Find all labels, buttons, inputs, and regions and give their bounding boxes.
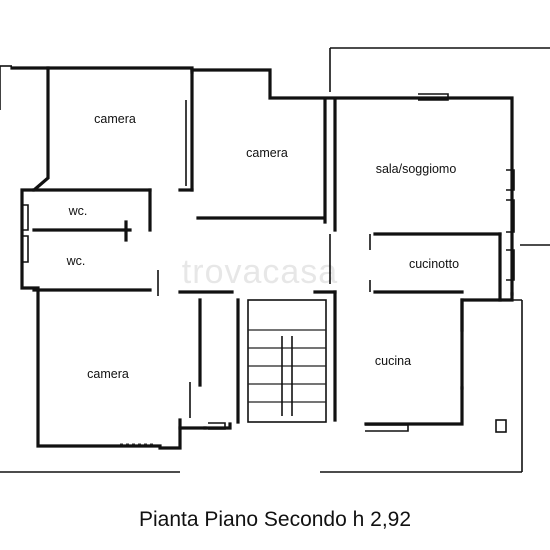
room-label-wc-top: wc.	[68, 204, 88, 218]
room-label-sala: sala/soggiomo	[376, 162, 457, 176]
room-label-cucina: cucina	[375, 354, 411, 368]
room-label-camera-bottom-left: camera	[87, 367, 129, 381]
interior-walls	[32, 68, 502, 430]
room-label-cucinotto: cucinotto	[409, 257, 459, 271]
watermark-text: trovacasa	[182, 253, 338, 291]
windows	[22, 93, 515, 445]
room-label-camera-top-center: camera	[246, 146, 288, 160]
door-marks	[157, 100, 371, 418]
context-lines	[0, 47, 550, 473]
plan-caption: Pianta Piano Secondo h 2,92	[138, 508, 412, 531]
room-label-wc-bottom: wc.	[66, 254, 86, 268]
room-label-camera-top-left: camera	[94, 112, 136, 126]
staircase	[247, 299, 327, 423]
floor-plan: trovacasa	[0, 47, 550, 473]
